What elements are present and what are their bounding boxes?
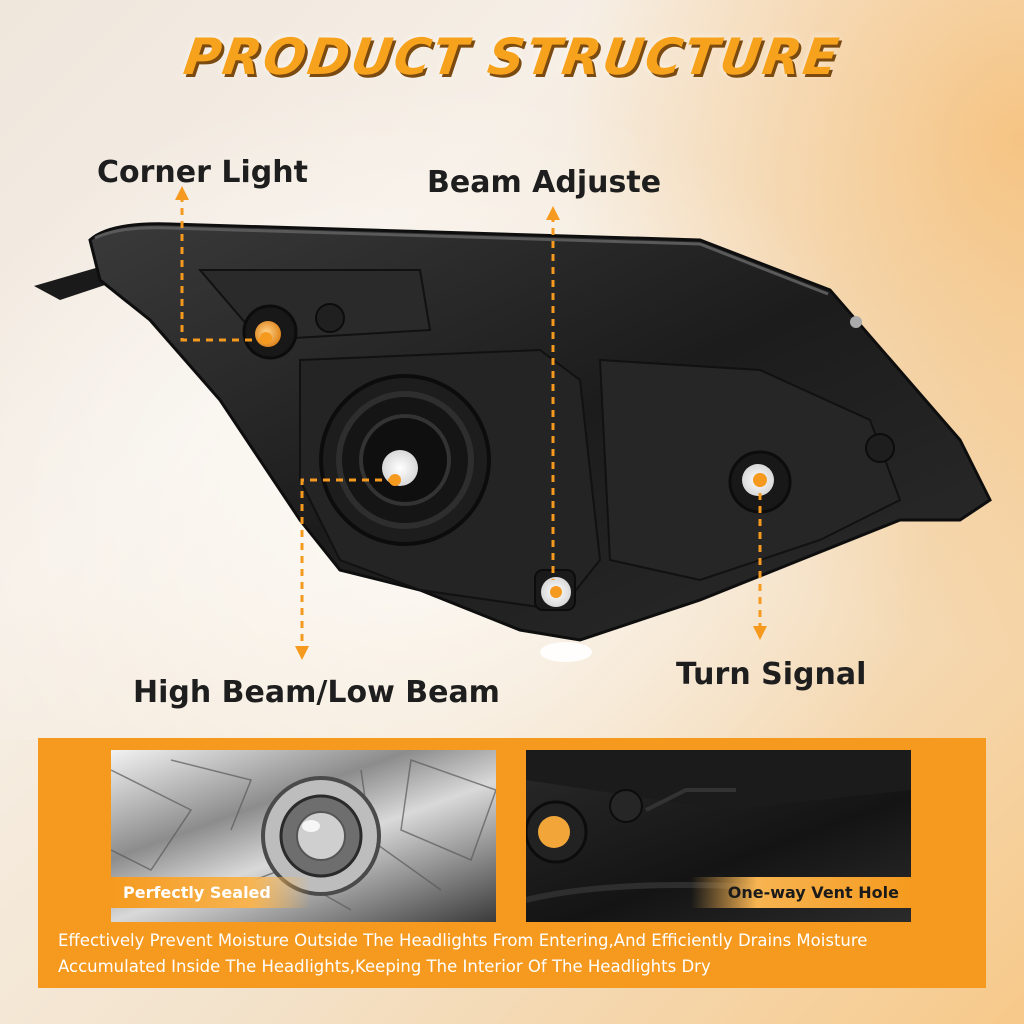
feature-panel: Perfectly Sealed One-way Vent Hole Effec… — [38, 738, 986, 988]
callout-corner-light: Corner Light — [97, 155, 308, 190]
reflector-icon — [111, 758, 496, 911]
headlight-illustration — [34, 186, 992, 662]
callout-high-low-beam: High Beam/Low Beam — [133, 675, 500, 710]
callout-turn-signal: Turn Signal — [676, 657, 867, 692]
callout-beam-adjuste: Beam Adjuste — [427, 165, 662, 200]
perfectly-sealed-tag: Perfectly Sealed — [111, 877, 311, 908]
sealed-photo: Perfectly Sealed — [111, 750, 496, 922]
vent-hole-photo: One-way Vent Hole — [526, 750, 911, 922]
callout-lines — [180, 195, 762, 650]
callout-arrowheads — [175, 186, 767, 660]
one-way-vent-hole-tag: One-way Vent Hole — [691, 877, 911, 908]
feature-description: Effectively Prevent Moisture Outside The… — [58, 931, 868, 976]
